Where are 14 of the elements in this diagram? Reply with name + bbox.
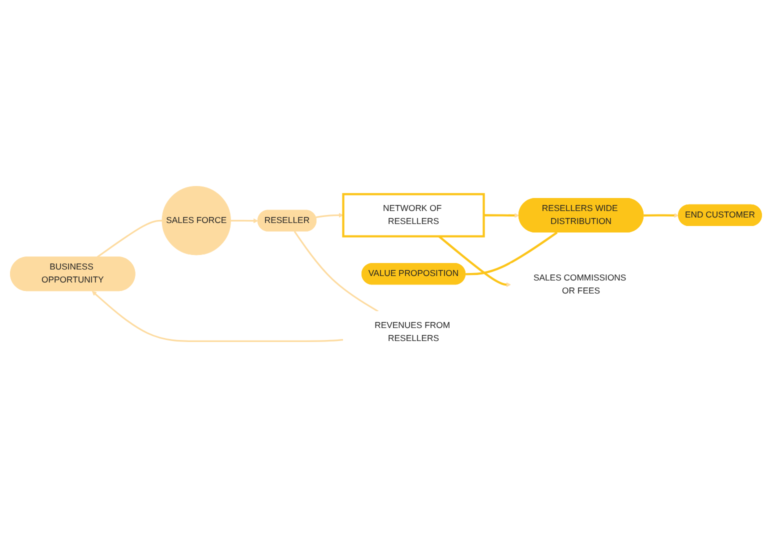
arrow xyxy=(438,236,511,288)
connector xyxy=(96,220,162,258)
arrow xyxy=(230,218,258,224)
connector xyxy=(466,232,558,276)
connector xyxy=(294,231,379,312)
node-text: REVENUES FROM RESELLERS xyxy=(374,321,450,344)
flowchart-drawing: NETWORK OF RESELLERS VALUE PROPOSITION RESELLERS WIDE DISTRIBUTION END CUSTOMER BUSINESS OPPORTUNITY SALES FORCE RESELLER SALES COMMISSIONS OR FEES REVENUES FROM RESELLERS xyxy=(6,182,766,358)
arrow xyxy=(484,213,520,218)
node-circle xyxy=(162,186,231,256)
arrow xyxy=(644,213,679,218)
arrow xyxy=(316,212,344,218)
arrow xyxy=(92,291,344,342)
node-text: SALES COMMISSIONS OR FEES xyxy=(533,273,626,296)
node-box xyxy=(342,193,485,238)
